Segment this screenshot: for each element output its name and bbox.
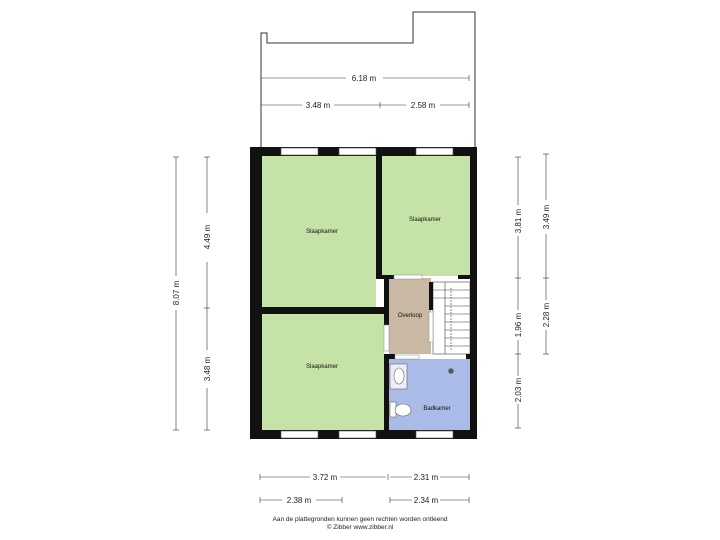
staircase: [432, 281, 471, 355]
dim-top-right: 2.58 m: [411, 101, 436, 110]
room-label-bathroom: Badkamer: [423, 406, 450, 412]
balcony-outline: [260, 11, 476, 148]
dim-top-total: 6.18 m: [352, 74, 377, 83]
landing-fill: [389, 278, 431, 354]
dim-bottom-row1-left: 3.72 m: [313, 473, 338, 482]
dim-right-inner-upper: 3.81 m: [514, 208, 523, 233]
bedroom-3-fill: [262, 314, 384, 430]
bathroom-fixtures: [389, 363, 454, 418]
dimension-lines: [173, 75, 549, 503]
room-label-landing: Overloop: [398, 313, 423, 319]
footer-copyright: © Zibber www.zibber.nl: [326, 524, 394, 531]
dim-left-upper: 4.49 m: [203, 224, 212, 249]
dim-right-outer-lower: 2.28 m: [542, 302, 551, 327]
dim-left-lower: 3.48 m: [203, 356, 212, 381]
dim-top-left: 3.48 m: [306, 101, 331, 110]
dim-bottom-row2-left: 2.38 m: [287, 496, 312, 505]
bedroom-1-fill: [262, 156, 376, 308]
footer-disclaimer: Aan de plattegronden kunnen geen rechten…: [272, 516, 448, 523]
dim-bottom-row2-right: 2.34 m: [414, 496, 439, 505]
dim-bottom-row1-right: 2.31 m: [414, 473, 439, 482]
dim-right-inner-middle: 1.96 m: [514, 312, 523, 337]
dim-right-inner-lower: 2.03 m: [514, 377, 523, 402]
doors: [383, 274, 434, 360]
room-label-bedroom-1: Slaapkamer: [306, 229, 338, 235]
dim-right-outer-upper: 3.49 m: [542, 204, 551, 229]
room-label-bedroom-2: Slaapkamer: [409, 217, 441, 223]
toilet-icon: [394, 403, 412, 417]
dim-left-total: 8.07 m: [172, 280, 181, 305]
bedroom-2-fill: [382, 156, 470, 276]
shower-drain-icon: [448, 368, 454, 374]
windows: [280, 147, 454, 439]
room-label-bedroom-3: Slaapkamer: [306, 364, 338, 370]
